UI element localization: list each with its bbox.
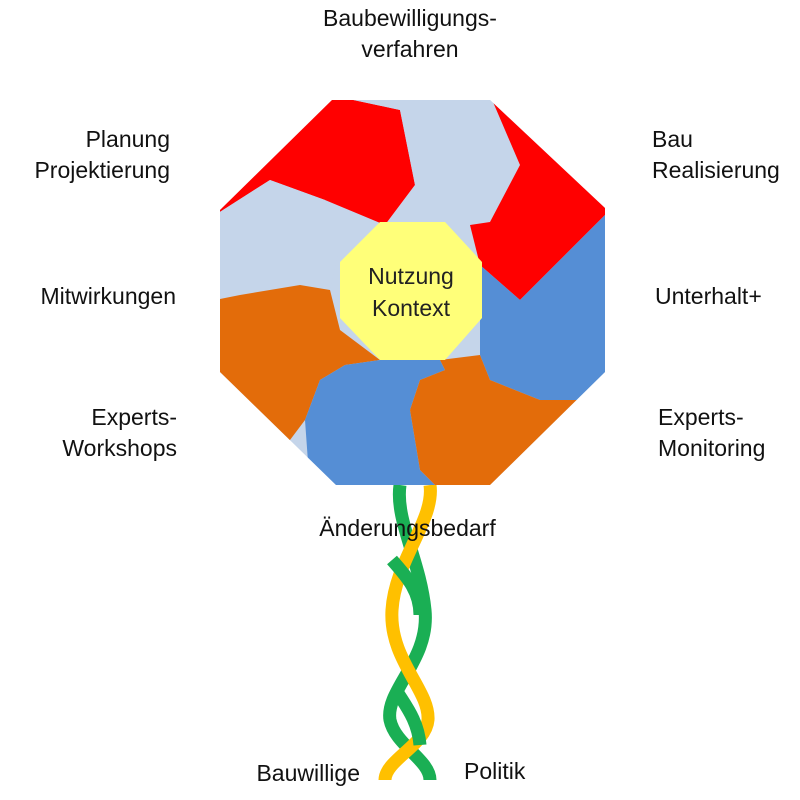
label-experts-workshops-line1: Experts- — [91, 404, 177, 430]
center-text-line2: Kontext — [372, 295, 451, 321]
center-octagon — [340, 222, 482, 360]
label-experts-workshops-line2: Workshops — [62, 435, 177, 461]
petal-blue-right — [480, 210, 605, 400]
label-experts-monitoring: Experts- Monitoring — [658, 402, 793, 464]
label-experts-monitoring-line2: Monitoring — [658, 435, 766, 461]
label-planung-line2: Projektierung — [34, 157, 170, 183]
petal-light-blue-left — [220, 180, 340, 300]
stem — [378, 484, 437, 782]
label-aenderungsbedarf-text: Änderungsbedarf — [319, 515, 496, 541]
label-bauwillige: Bauwillige — [225, 758, 360, 789]
petal-blue-bottom — [305, 360, 445, 485]
stem-strand-yellow — [378, 484, 437, 782]
label-unterhalt: Unterhalt+ — [655, 281, 785, 312]
label-experts-monitoring-line1: Experts- — [658, 404, 744, 430]
label-top-line1: Baubewilligungs- — [323, 5, 497, 31]
label-top-line2: verfahren — [361, 36, 459, 62]
stem-strand-green-overlap — [387, 555, 427, 746]
label-politik: Politik — [464, 756, 564, 787]
label-politik-text: Politik — [464, 758, 526, 784]
label-bauwillige-text: Bauwillige — [256, 760, 360, 786]
label-planung-line1: Planung — [85, 126, 170, 152]
center-text-line1: Nutzung — [368, 263, 454, 289]
label-unterhalt-text: Unterhalt+ — [655, 283, 762, 309]
label-bau-realisierung: Bau Realisierung — [652, 124, 792, 186]
petal-orange-left — [220, 285, 380, 440]
label-mitwirkungen: Mitwirkungen — [10, 281, 177, 312]
label-planung-projektierung: Planung Projektierung — [18, 124, 170, 186]
petal-light-blue-top — [330, 100, 520, 225]
label-experts-workshops: Experts- Workshops — [40, 402, 177, 464]
label-aenderungsbedarf: Änderungsbedarf — [300, 513, 515, 544]
label-baubewilligungsverfahren: Baubewilligungs- verfahren — [300, 3, 520, 65]
label-bau-line1: Bau — [652, 126, 693, 152]
label-bau-line2: Realisierung — [652, 157, 780, 183]
label-mitwirkungen-text: Mitwirkungen — [40, 283, 177, 309]
